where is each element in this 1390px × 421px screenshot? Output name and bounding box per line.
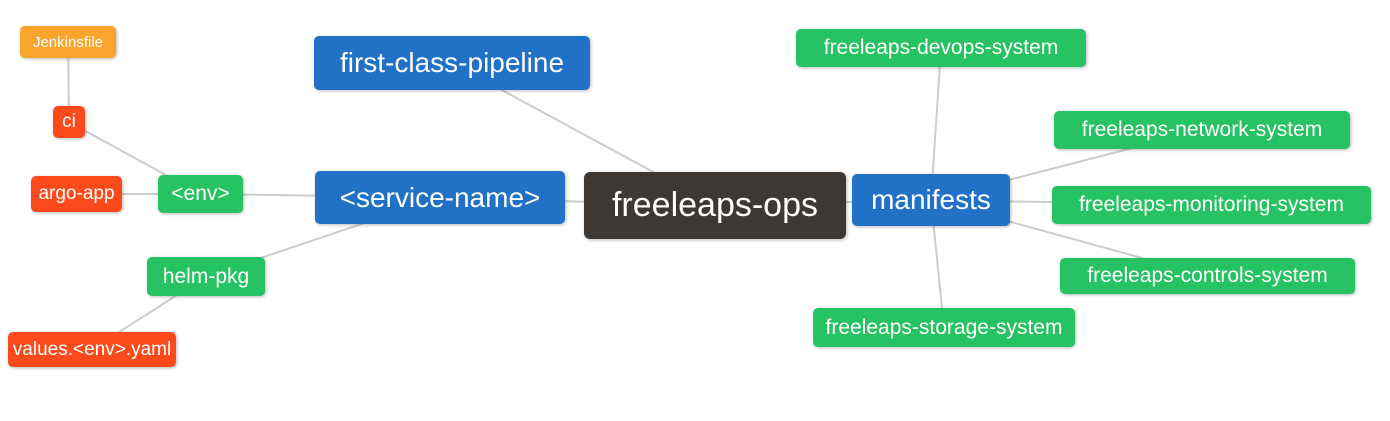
- node-helm-pkg[interactable]: helm-pkg: [147, 257, 265, 296]
- node-freeleaps-ops[interactable]: freeleaps-ops: [584, 172, 846, 239]
- node-service-name[interactable]: <service-name>: [315, 171, 565, 224]
- node-freeleaps-storage-system[interactable]: freeleaps-storage-system: [813, 308, 1075, 347]
- node-freeleaps-monitoring-system-label: freeleaps-monitoring-system: [1079, 193, 1344, 216]
- node-values-env-yaml[interactable]: values.<env>.yaml: [8, 332, 176, 367]
- node-ci-label: ci: [62, 111, 76, 132]
- node-first-class-pipeline-label: first-class-pipeline: [339, 47, 565, 78]
- node-freeleaps-network-system-label: freeleaps-network-system: [1081, 118, 1323, 141]
- node-freeleaps-storage-system-label: freeleaps-storage-system: [825, 315, 1063, 339]
- node-freeleaps-controls-system[interactable]: freeleaps-controls-system: [1060, 258, 1355, 294]
- node-jenkinsfile-label: Jenkinsfile: [32, 33, 104, 51]
- node-freeleaps-ops-label: freeleaps-ops: [611, 186, 818, 224]
- node-jenkinsfile[interactable]: Jenkinsfile: [20, 26, 116, 58]
- node-freeleaps-controls-system-label: freeleaps-controls-system: [1087, 264, 1328, 287]
- node-argo-app[interactable]: argo-app: [31, 176, 122, 212]
- node-argo-app-label: argo-app: [38, 183, 115, 204]
- node-env-label: <env>: [171, 182, 230, 205]
- node-freeleaps-devops-system[interactable]: freeleaps-devops-system: [796, 29, 1086, 67]
- node-first-class-pipeline[interactable]: first-class-pipeline: [314, 36, 590, 90]
- node-freeleaps-network-system[interactable]: freeleaps-network-system: [1054, 111, 1350, 149]
- node-manifests[interactable]: manifests: [852, 174, 1010, 226]
- node-env[interactable]: <env>: [158, 175, 243, 213]
- node-service-name-label: <service-name>: [339, 181, 541, 213]
- node-freeleaps-devops-system-label: freeleaps-devops-system: [823, 36, 1059, 59]
- node-helm-pkg-label: helm-pkg: [162, 264, 250, 288]
- node-ci[interactable]: ci: [53, 106, 85, 138]
- node-values-env-yaml-label: values.<env>.yaml: [12, 338, 172, 360]
- node-freeleaps-monitoring-system[interactable]: freeleaps-monitoring-system: [1052, 186, 1371, 224]
- node-manifests-label: manifests: [871, 184, 991, 215]
